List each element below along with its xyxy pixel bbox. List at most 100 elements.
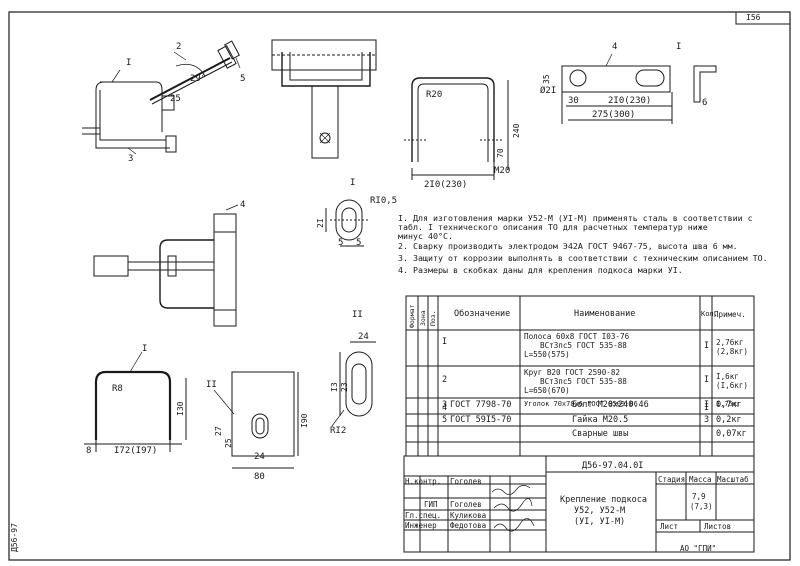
- glspec-name: Куликова: [450, 511, 487, 520]
- dim-240-label: 240: [512, 123, 521, 138]
- section-II: [331, 341, 376, 427]
- n-kontr-name: Гоголев: [450, 477, 482, 486]
- row1-name-l2: ВСт3пс5 ГОСТ 535-88: [540, 341, 627, 350]
- row5-note: 0,2кг: [716, 415, 742, 425]
- callout-5: 5: [240, 74, 246, 84]
- part-I-label: I: [142, 344, 148, 354]
- dim-35-label: 35: [542, 74, 551, 84]
- engineer-name: Федотова: [450, 521, 487, 530]
- n-kontr-label: Н.контр.: [405, 477, 442, 486]
- signature-1: [491, 485, 531, 495]
- row6-name: Сварные швы: [572, 429, 629, 439]
- dim-13-label: I3: [330, 382, 339, 392]
- page-number: I56: [746, 13, 761, 22]
- assembly-callout-4: 4: [240, 200, 246, 210]
- org-name: АО "ГПИ": [680, 544, 717, 553]
- dim-130-label: I30: [176, 401, 185, 416]
- section-II-label: II: [352, 310, 363, 320]
- spec-table-grid: [405, 295, 755, 457]
- r20-label: R20: [426, 90, 443, 100]
- doc-code: Д56-97.04.0I: [582, 461, 644, 471]
- dim-210-angle: 2I0(230): [608, 96, 652, 106]
- dim-25b-label: 25: [224, 438, 233, 448]
- dim-80-label: 80: [254, 472, 265, 482]
- stage-label: Стадия: [658, 475, 686, 484]
- signature-3: [493, 518, 535, 532]
- sheets-label: Листов: [704, 522, 732, 531]
- note-4: 4. Размеры в скобках даны для крепления …: [398, 265, 683, 275]
- header-name: Наименование: [574, 309, 636, 319]
- engineer-label: Инженер: [405, 521, 437, 530]
- sheet-frame: [8, 11, 791, 561]
- row3-qty: I: [704, 400, 710, 410]
- view-plate-II: [213, 371, 299, 469]
- header-format: Формат: [408, 304, 416, 328]
- section-I: [325, 199, 368, 247]
- header-note: Примеч.: [714, 310, 746, 319]
- header-zone: Зона: [419, 310, 427, 326]
- dim-190-label: I90: [300, 413, 309, 428]
- dim-27-label: 27: [214, 426, 223, 436]
- callout-2: 2: [176, 42, 182, 52]
- row4-qty: I: [704, 403, 710, 413]
- header-pos: Поз.: [429, 310, 437, 326]
- view-part-I: [84, 351, 187, 452]
- glspec-label: Гл.спец.: [405, 511, 442, 520]
- header-qty: Кол.: [701, 310, 718, 318]
- callout-1: I: [126, 58, 132, 68]
- mass-value: 7,9: [692, 492, 706, 501]
- row2-name-l2: ВСт3пс5 ГОСТ 535-88: [540, 377, 627, 386]
- row1-name-l3: L=550(575): [524, 350, 570, 359]
- row5-qty: 3: [704, 415, 710, 425]
- plate-II-label: II: [206, 380, 217, 390]
- signature-2: [493, 498, 533, 512]
- row4-note-l1: I,75кг: [716, 400, 742, 408]
- dim-24-bottom: 24: [254, 452, 265, 462]
- dim-8-label: 8: [86, 446, 92, 456]
- dim-25-label: 25: [170, 94, 181, 104]
- row4-name-l1: Уголок 70х70х6 ГОСТ 8509-86: [524, 400, 638, 408]
- row1-note-l2: (2,8кг): [716, 347, 749, 356]
- dim-172-label: I72(I97): [114, 446, 158, 456]
- row2-pos: 2: [442, 375, 448, 385]
- gip-name: Гоголев: [450, 500, 482, 509]
- row2-qty: I: [704, 375, 710, 385]
- dim-21b-label: 2I: [316, 218, 325, 228]
- view-angle: [561, 53, 717, 124]
- row1-qty: I: [704, 341, 710, 351]
- mass-value-2: (7,3): [690, 502, 713, 511]
- dim-21-label: Ø2I: [540, 86, 557, 96]
- r8-label: R8: [112, 384, 123, 394]
- scale-label: Масштаб: [717, 475, 749, 484]
- view-bracket-front: [271, 39, 377, 159]
- row3-note: 0,7кг: [716, 400, 742, 410]
- section-I-label: I: [350, 178, 356, 188]
- row6-note: 0,07кг: [716, 429, 747, 439]
- side-stamp: Д56-97: [10, 523, 19, 552]
- row3-pos: 3: [442, 400, 448, 410]
- title-block-grid: [403, 455, 755, 553]
- row2-name-l3: L=650(670): [524, 386, 570, 395]
- row1-note-l1: 2,76кг: [716, 338, 744, 347]
- row1-pos: I: [442, 337, 448, 347]
- dim-23-label: 23: [340, 382, 349, 392]
- dim-5b-label: 5: [356, 238, 362, 248]
- angle-callout-I: I: [676, 42, 682, 52]
- row2-name-l1: Круг В20 ГОСТ 2590-82: [524, 368, 621, 377]
- dim-70-label: 70: [496, 148, 505, 158]
- callout-3: 3: [128, 154, 134, 164]
- angle-callout-4: 4: [612, 42, 618, 52]
- row3-designation: ГОСТ 7798-70: [450, 400, 512, 410]
- note-1-line3: минус 40°С.: [398, 231, 453, 241]
- title-line-2: У52, У52-М: [574, 506, 626, 516]
- row5-pos: 5: [442, 415, 448, 425]
- row4-pos: 4: [442, 403, 448, 413]
- row2-note-l2: (I,6кг): [716, 381, 749, 390]
- row2-note-l1: I,6кг: [716, 372, 739, 381]
- note-2: 2. Сварку производить электродом Э42А ГО…: [398, 241, 738, 251]
- note-1: I. Для изготовления марки У52-М (УI-М) п…: [398, 213, 753, 223]
- m20-label: M20: [494, 166, 511, 176]
- title-line-3: (УI, УI-М): [574, 517, 626, 527]
- mass-label: Масса: [689, 475, 712, 484]
